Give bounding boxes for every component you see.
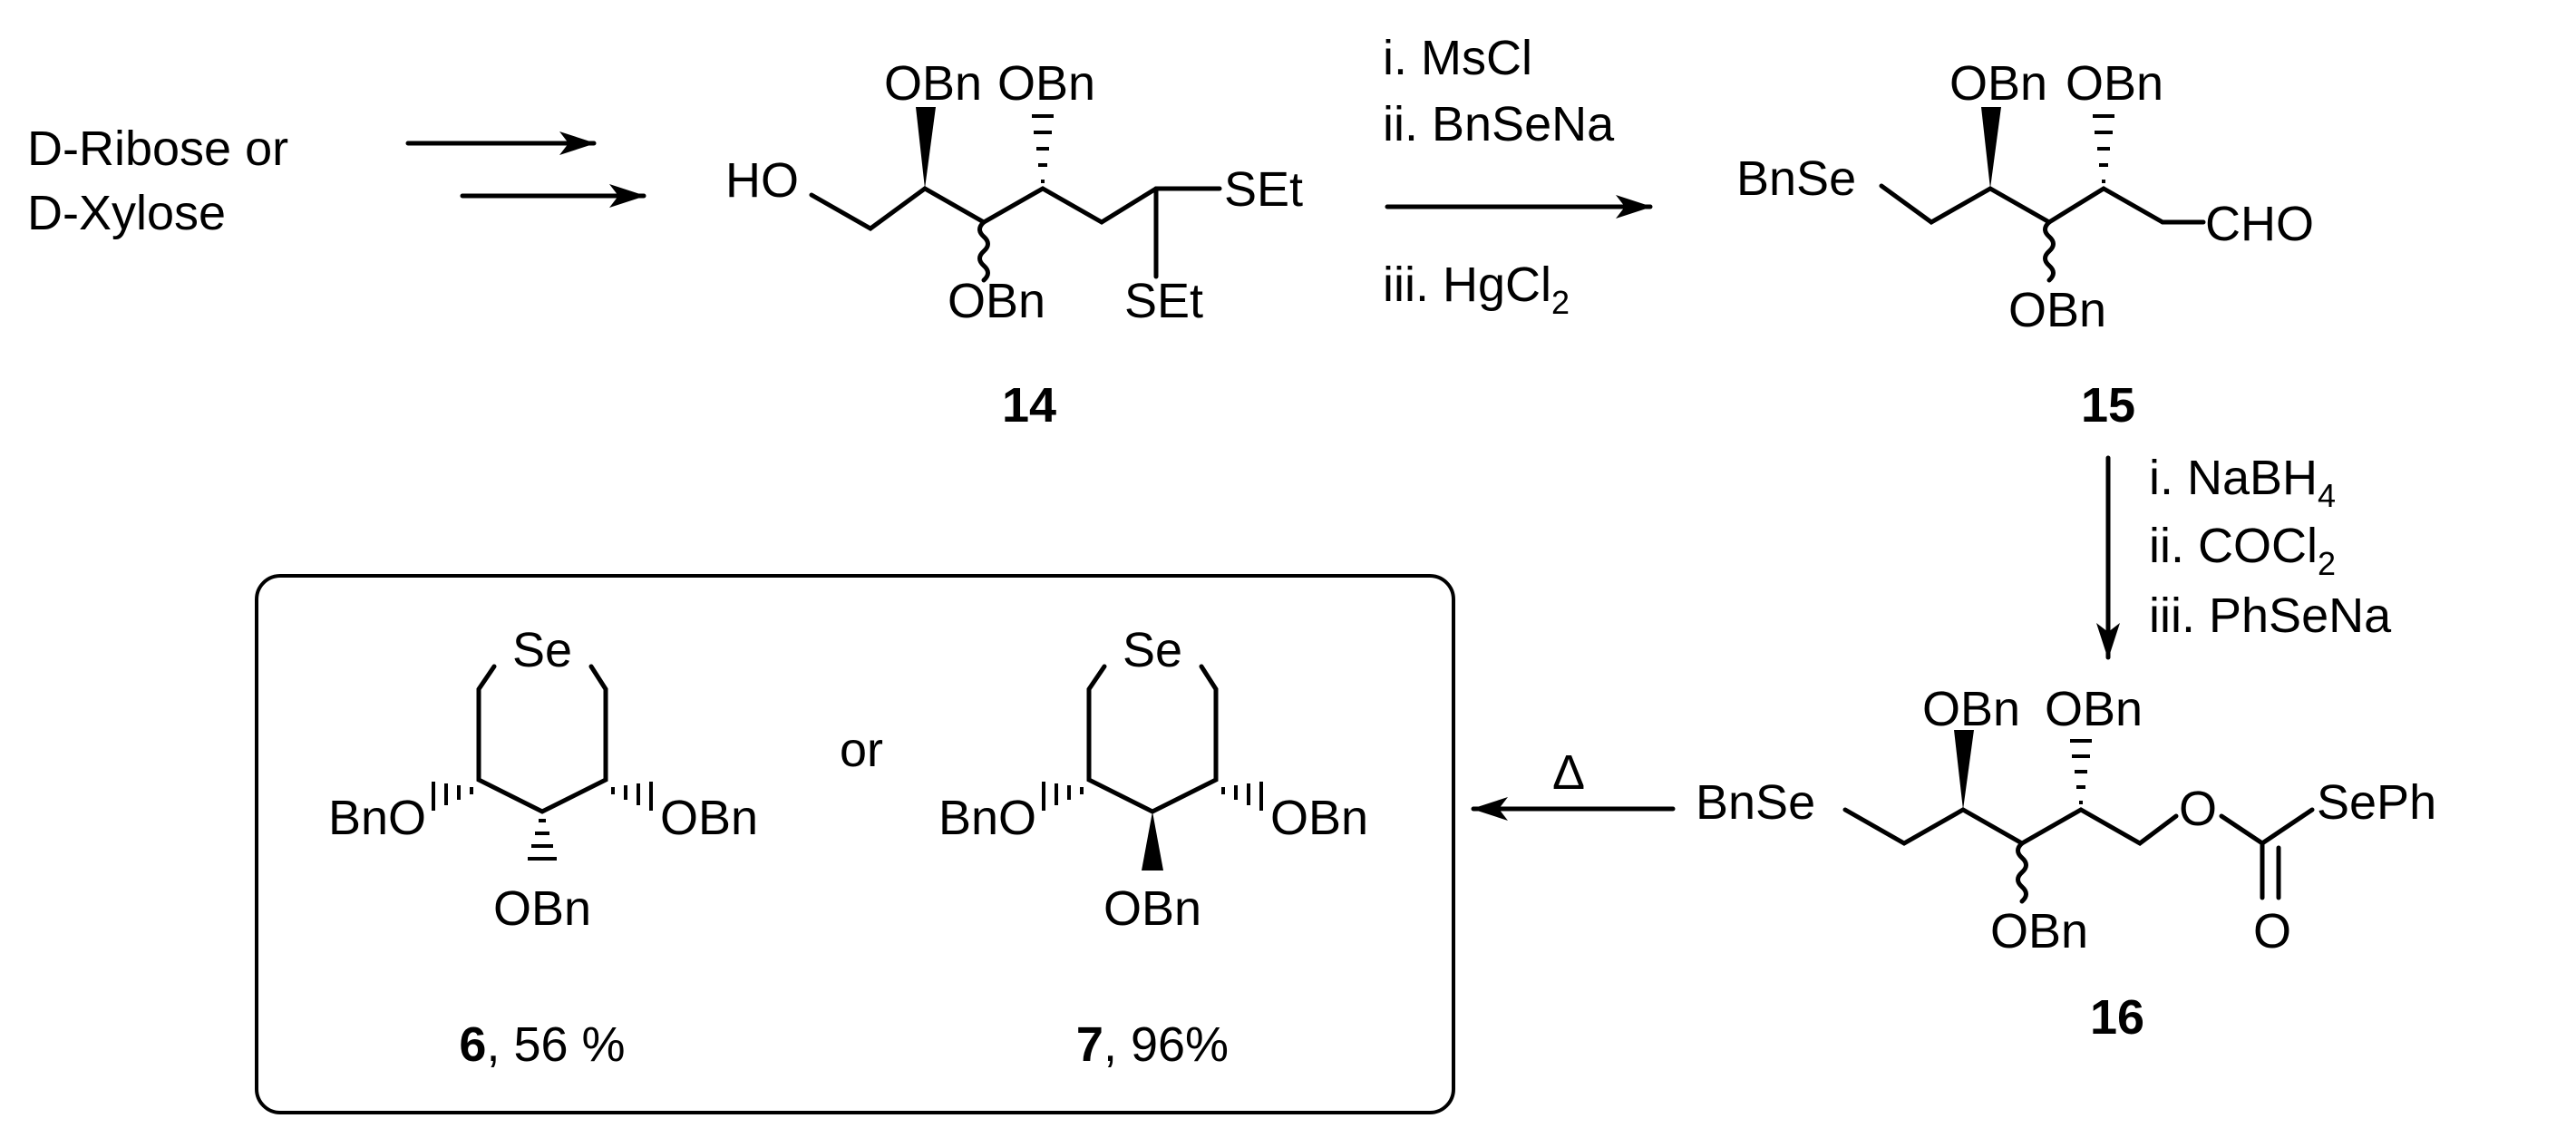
c14-ho: HO — [725, 153, 799, 208]
step-2: i. NaBH4 ii. COCl2 iii. PhSeNa — [2096, 451, 2392, 660]
p6-hash-left — [432, 782, 473, 811]
step-2-line-3: iii. PhSeNa — [2149, 588, 2392, 643]
c14-obn-1: OBn — [884, 56, 982, 111]
p7-se: Se — [1123, 623, 1182, 677]
p6-obn-bottom: OBn — [493, 881, 591, 936]
p6-hash-right — [611, 782, 653, 811]
c14-wedge — [916, 107, 936, 189]
start-line-2: D-Xylose — [27, 186, 226, 240]
c15-wavy — [2043, 219, 2056, 283]
c16-obn-2: OBn — [2045, 682, 2143, 736]
c14-set-1: SEt — [1224, 162, 1303, 217]
product-7: Se BnO OBn OBn 7, 96% — [938, 623, 1368, 1072]
step-1: i. MsCl ii. BnSeNa iii. HgCl2 — [1383, 31, 1653, 321]
c16-backbone — [1842, 807, 2179, 846]
c14-obn-2: OBn — [997, 56, 1095, 111]
c14-set-2: SEt — [1124, 274, 1203, 328]
p6-obn-right: OBn — [660, 791, 758, 845]
p7-hash-right — [1221, 782, 1263, 811]
c16-o-carbonyl: O — [2253, 904, 2291, 958]
c16-seph: SePh — [2317, 775, 2436, 830]
starting-material: D-Ribose or D-Xylose — [27, 122, 288, 240]
step-2-line-2: ii. COCl2 — [2149, 519, 2336, 582]
multistep-arrows — [405, 131, 646, 208]
c14-hash — [1032, 114, 1054, 183]
step-3: Δ — [1471, 745, 1676, 821]
c15-obn-1: OBn — [1949, 56, 2047, 111]
p7-wedge-bottom — [1142, 812, 1163, 871]
compound-15: BnSe OBn OBn OBn CHO 15 — [1736, 56, 2314, 433]
c16-hash — [2070, 739, 2092, 804]
c15-obn-3: OBn — [2008, 283, 2106, 337]
c16-obn-1: OBn — [1922, 682, 2020, 736]
product-6-caption: 6, 56 % — [459, 1017, 625, 1072]
c15-wedge — [1981, 107, 2001, 189]
c16-bnse: BnSe — [1696, 775, 1815, 830]
c16-obn-3: OBn — [1990, 904, 2088, 958]
product-6: Se BnO OBn OBn 6, 56 % — [328, 623, 758, 1072]
p6-ring-bonds — [476, 664, 608, 814]
c16-o-ester: O — [2179, 782, 2217, 836]
compound-14-number: 14 — [1002, 378, 1056, 433]
c15-hash — [2093, 114, 2114, 183]
compound-15-number: 15 — [2081, 378, 2135, 433]
c16-wavy — [2016, 841, 2028, 904]
p7-hash-left — [1042, 782, 1084, 811]
p7-obn-bottom: OBn — [1103, 881, 1201, 936]
p6-bno: BnO — [328, 791, 426, 845]
c16-ester — [2219, 807, 2315, 847]
or-connector: or — [840, 723, 883, 777]
c15-obn-2: OBn — [2066, 56, 2163, 111]
c15-bnse: BnSe — [1736, 151, 1856, 206]
c14-obn-3: OBn — [948, 274, 1045, 328]
compound-16-number: 16 — [2090, 990, 2144, 1045]
step-1-line-2: ii. BnSeNa — [1383, 97, 1615, 151]
p6-se: Se — [512, 623, 572, 677]
c15-cho: CHO — [2205, 197, 2314, 251]
p7-bno: BnO — [938, 791, 1036, 845]
compound-16: BnSe OBn OBn OBn O SePh O 16 — [1696, 682, 2436, 1045]
c16-wedge — [1954, 730, 1974, 810]
p6-hash-bottom — [528, 819, 557, 861]
products-box — [255, 574, 1455, 1114]
step-1-line-1: i. MsCl — [1383, 31, 1532, 85]
p7-ring-bonds — [1086, 664, 1219, 814]
step-1-line-3: iii. HgCl2 — [1383, 258, 1570, 321]
product-7-caption: 7, 96% — [1076, 1017, 1229, 1072]
c14-wavy — [977, 219, 990, 283]
step-3-delta: Δ — [1552, 745, 1585, 800]
start-line-1: D-Ribose or — [27, 122, 288, 176]
step-2-line-1: i. NaBH4 — [2149, 451, 2336, 514]
p7-obn-right: OBn — [1270, 791, 1368, 845]
compound-14: HO OBn OBn OBn SEt SEt 14 — [725, 56, 1303, 433]
c15-backbone — [1879, 183, 2165, 225]
